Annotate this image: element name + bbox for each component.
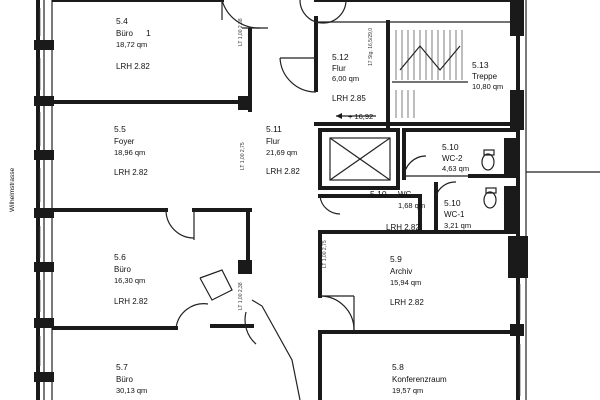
- room-name: Archiv: [390, 267, 412, 276]
- room-lrh: LRH 2.82: [390, 298, 424, 307]
- dim-note: LT 1,00 2,75: [240, 142, 246, 170]
- room-number: 5.13: [472, 60, 489, 70]
- room-name: WC: [398, 190, 412, 199]
- stair-treads: [392, 30, 468, 118]
- west-room-walls: [52, 0, 254, 330]
- west-facade: [34, 0, 54, 400]
- east-rooms: [318, 230, 518, 400]
- room-lrh: LRH 2.82: [266, 167, 300, 176]
- level-mark: + 16,92: [336, 112, 376, 121]
- door-5-12: [279, 57, 317, 93]
- room-number: 5.10: [442, 142, 459, 152]
- door-5-6-corridor: [175, 269, 233, 329]
- room-number: 5.10: [370, 189, 387, 199]
- room-area: 15,94 qm: [390, 278, 421, 287]
- room-name: WC-2: [442, 154, 463, 163]
- room-lrh: LRH 2.82: [114, 297, 148, 306]
- dim-note: LT 1,00 2,38: [238, 282, 244, 310]
- street-label: Wilhelmstrasse: [9, 168, 16, 212]
- level-mark-text: + 16,92: [348, 112, 373, 121]
- room-label-5-4: 5.4 1 Büro 18,72 qm LRH 2.82: [116, 16, 151, 71]
- room-lrh: LRH 2.82: [114, 168, 148, 177]
- room-number: 5.4: [116, 16, 128, 26]
- room-number: 5.5: [114, 124, 126, 134]
- stair-core: [314, 0, 518, 130]
- door-5-4: [221, 0, 268, 29]
- room-label-5-10-wc2: 5.10 WC-2 4,63 qm: [442, 142, 469, 173]
- room-name: Flur: [266, 137, 280, 146]
- east-facade: [508, 0, 600, 400]
- top-door: [299, 0, 347, 24]
- door-5-7: [244, 299, 301, 400]
- room-name: Konferenzraum: [392, 375, 447, 384]
- room-area: 19,57 qm: [392, 386, 423, 395]
- room-label-5-9: 5.9 Archiv 15,94 qm LRH 2.82: [390, 254, 424, 307]
- room-label-5-12: 5.12 Flur 6,00 qm LRH 2.85: [332, 52, 366, 103]
- room-lrh: LRH 2.82: [386, 223, 420, 232]
- door-5-6: [165, 209, 195, 240]
- room-area: 18,72 qm: [116, 40, 147, 49]
- stair-note: 17 Stg. 16,5/29,0: [368, 28, 374, 66]
- room-label-5-10-wc: 5.10 WC 1,68 qm LRH 2.82: [370, 189, 425, 232]
- dim-note: LT 1,00 2,75: [322, 240, 328, 268]
- lift-shaft: [318, 128, 400, 190]
- room-name: Büro: [116, 29, 133, 38]
- room-name: WC-1: [444, 210, 465, 219]
- room-area: 6,00 qm: [332, 74, 359, 83]
- room-area: 16,30 qm: [114, 276, 145, 285]
- room-label-5-7: 5.7 Büro 30,13 qm: [116, 362, 147, 395]
- room-area: 21,69 qm: [266, 148, 297, 157]
- room-lrh: LRH 2.85: [332, 94, 366, 103]
- room-area: 1,68 qm: [398, 201, 425, 210]
- room-name: Treppe: [472, 72, 498, 81]
- room-label-5-10-wc1: 5.10 WC-1 3,21 qm: [444, 198, 471, 230]
- room-area: 3,21 qm: [444, 221, 471, 230]
- room-lrh: LRH 2.82: [116, 62, 150, 71]
- room-number: 5.12: [332, 52, 349, 62]
- room-name: Foyer: [114, 137, 135, 146]
- room-label-5-13: 5.13 Treppe 10,80 qm: [472, 60, 503, 91]
- room-number: 5.9: [390, 254, 402, 264]
- handwritten-one: 1: [146, 28, 151, 38]
- room-label-5-5: 5.5 Foyer 18,96 qm LRH 2.82: [114, 124, 148, 177]
- wc-block: [318, 128, 518, 234]
- room-number: 5.11: [266, 124, 282, 134]
- room-area: 18,96 qm: [114, 148, 145, 157]
- room-name: Büro: [114, 265, 131, 274]
- dim-note: LT 1,00 2,38: [238, 18, 244, 46]
- room-number: 5.8: [392, 362, 404, 372]
- room-number: 5.10: [444, 198, 461, 208]
- room-number: 5.6: [114, 252, 126, 262]
- room-label-5-8: 5.8 Konferenzraum 19,57 qm: [392, 362, 447, 395]
- room-name: Flur: [332, 64, 346, 73]
- room-label-5-6: 5.6 Büro 16,30 qm LRH 2.82: [114, 252, 148, 306]
- room-area: 10,80 qm: [472, 82, 503, 91]
- room-label-5-11: 5.11 Flur 21,69 qm LRH 2.82: [266, 124, 300, 176]
- room-area: 30,13 qm: [116, 386, 147, 395]
- room-number: 5.7: [116, 362, 128, 372]
- room-area: 4,63 qm: [442, 164, 469, 173]
- room-name: Büro: [116, 375, 133, 384]
